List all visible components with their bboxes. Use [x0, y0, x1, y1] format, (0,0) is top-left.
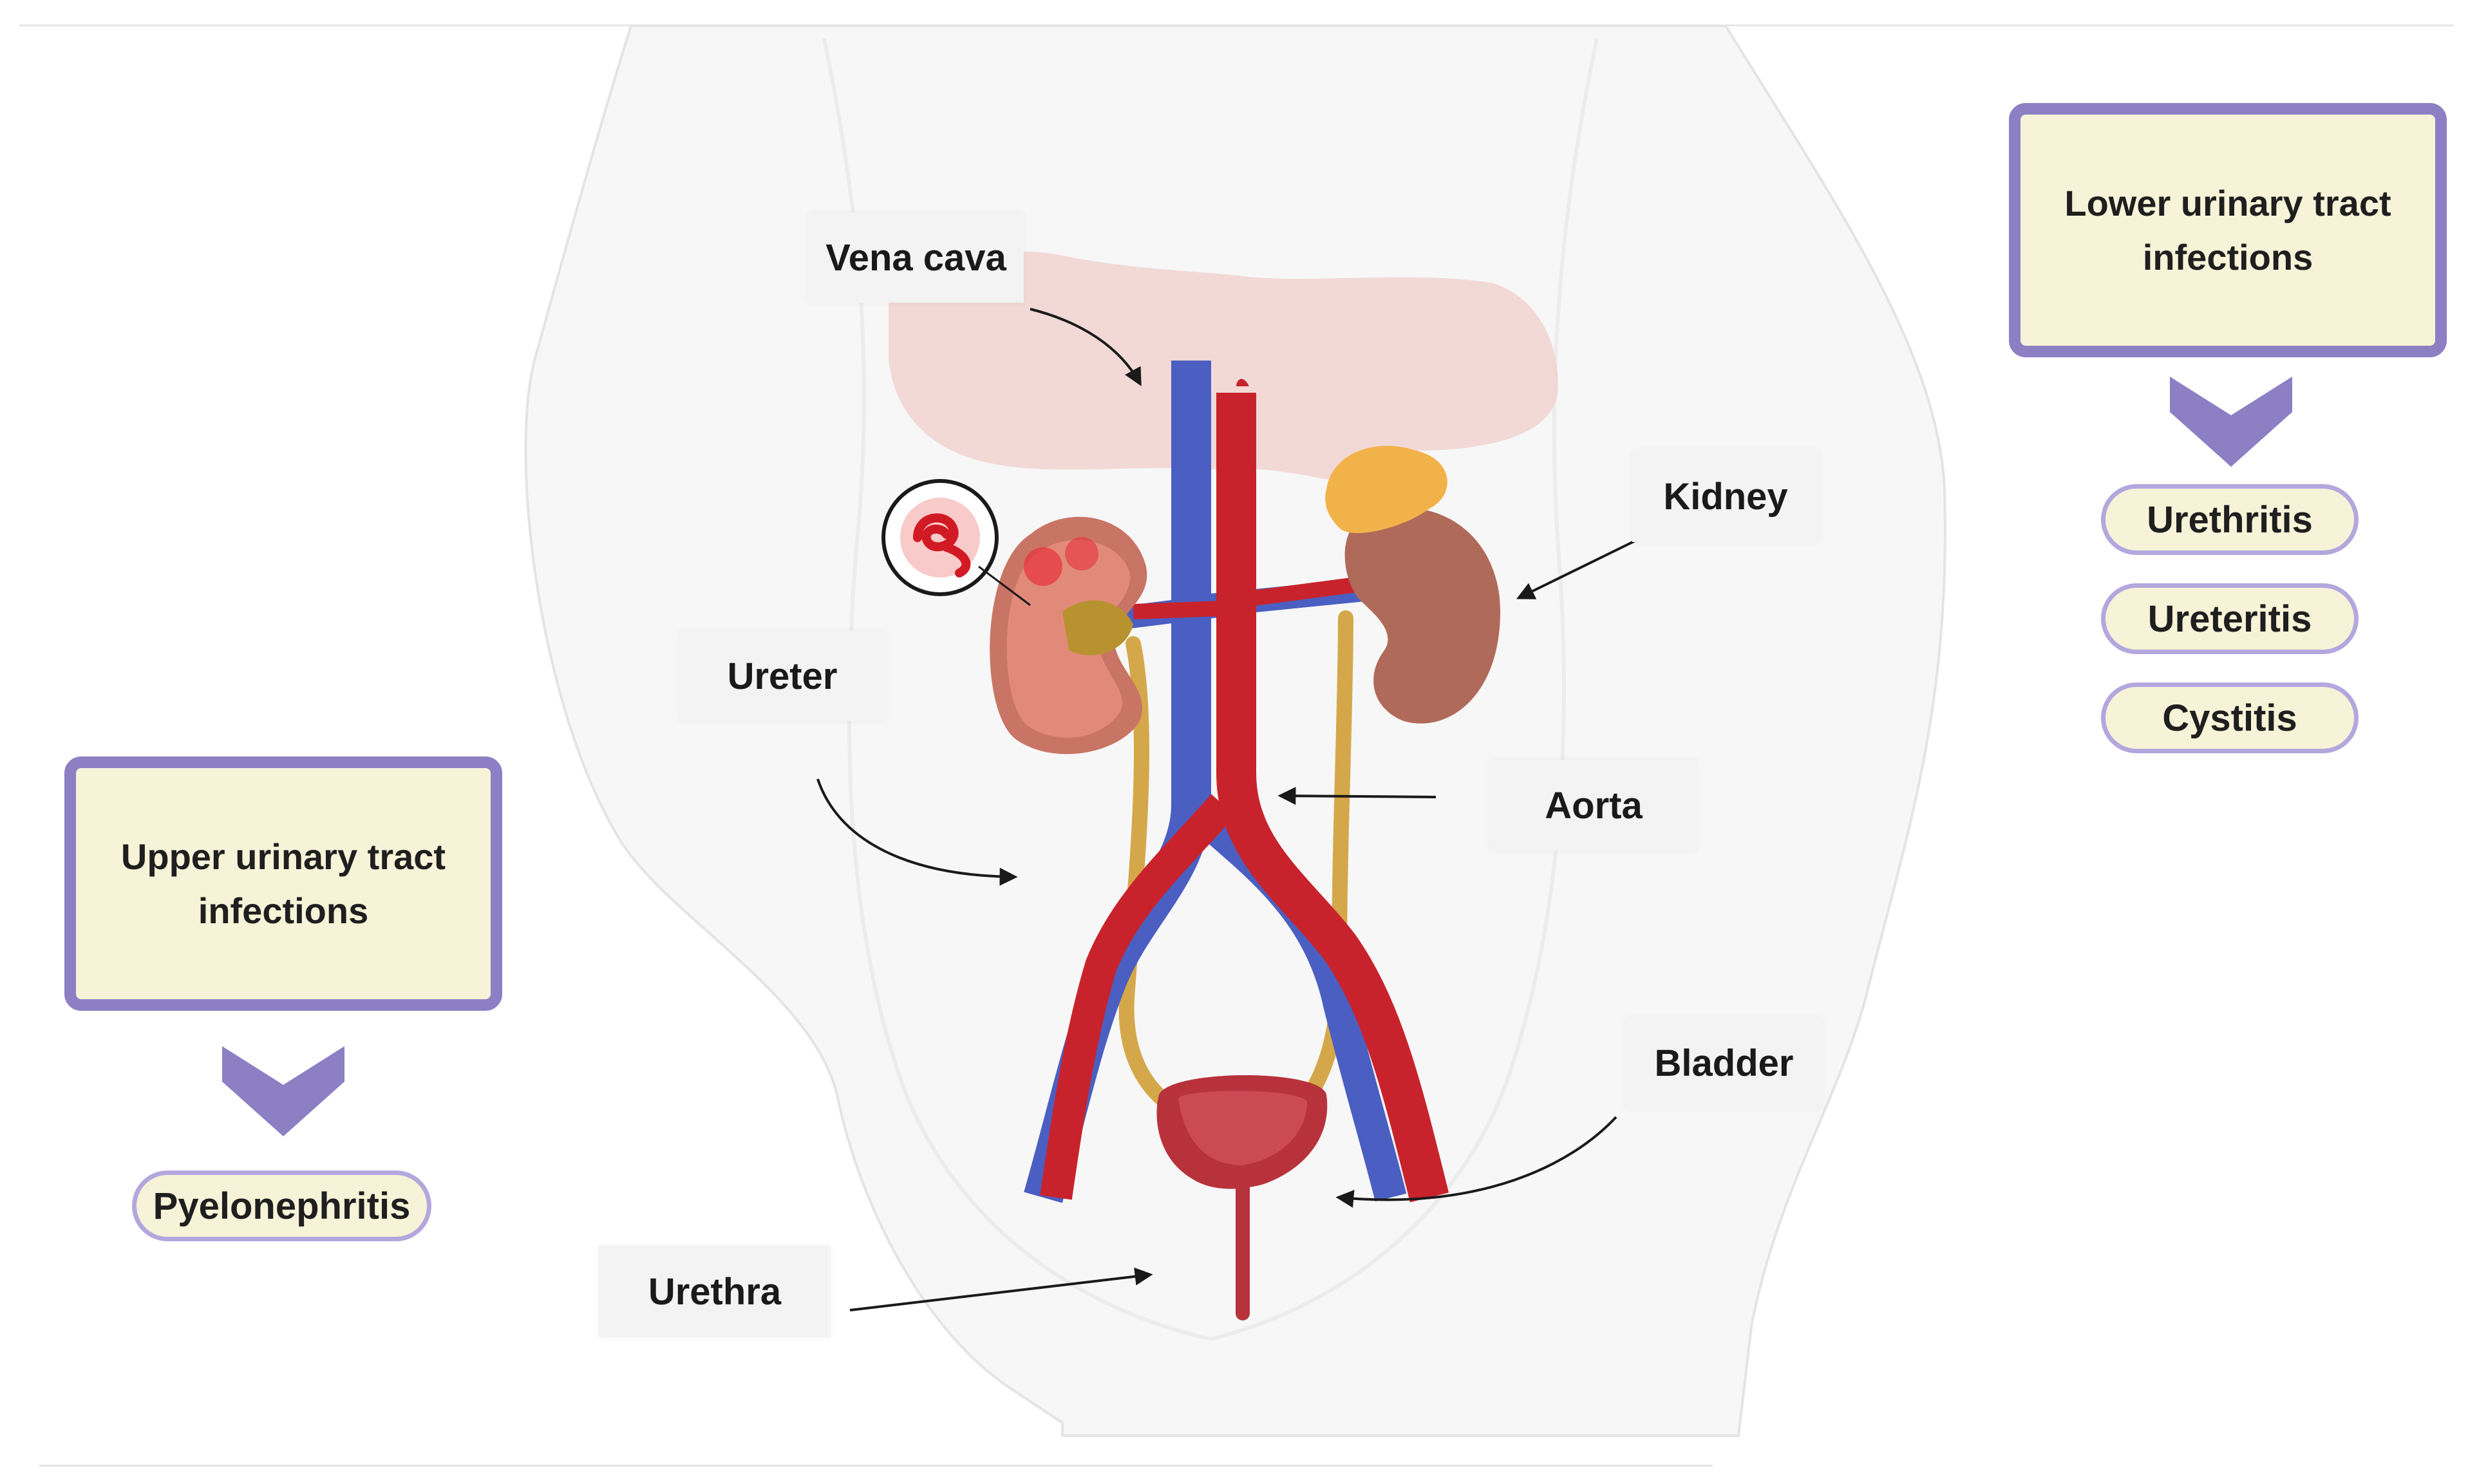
arrow-urethra [849, 1267, 1153, 1311]
liver [889, 252, 1558, 484]
artery-left-branch [1040, 794, 1236, 1200]
label-urethra: Urethra [599, 1246, 831, 1337]
label-kidney: Kidney [1632, 451, 1819, 542]
lower-uti-box: Lower urinary tract infections [2009, 103, 2447, 357]
bottom-divider [39, 1465, 1713, 1467]
kidney-left-infection-spot [1065, 537, 1098, 570]
label-vena-cava: Vena cava [808, 212, 1024, 303]
kidney-left-pelvis [1062, 600, 1133, 655]
pill-urethritis: Urethritis [2101, 484, 2359, 555]
bladder-inner [1178, 1091, 1307, 1165]
arrow-ureter [816, 778, 1018, 886]
kidney-right [1344, 507, 1500, 724]
kidney-left-infection-spot [1024, 547, 1062, 586]
nephron-tubule [913, 513, 971, 578]
arrow-vena-cava [1030, 308, 1142, 386]
arrow-bladder [1335, 1116, 1617, 1208]
label-ureter: Ureter [679, 631, 885, 721]
label-bladder: Bladder [1626, 1017, 1822, 1109]
upper-chevron-down-icon [222, 1046, 344, 1136]
arrow-aorta [1277, 787, 1437, 805]
magnifier-pointer [978, 565, 1031, 606]
pill-pyelonephritis: Pyelonephritis [132, 1170, 431, 1241]
lower-chevron-down-icon [2170, 377, 2292, 467]
upper-uti-box: Upper urinary tract infections [64, 756, 502, 1011]
aorta [1216, 393, 1449, 1203]
adrenal-gland [1325, 446, 1447, 534]
arrow-kidney [1516, 533, 1649, 599]
artery-top [1236, 379, 1249, 386]
label-aorta: Aorta [1491, 760, 1697, 851]
pill-cystitis: Cystitis [2101, 682, 2359, 753]
pill-ureteritis: Ureteritis [2101, 583, 2359, 654]
